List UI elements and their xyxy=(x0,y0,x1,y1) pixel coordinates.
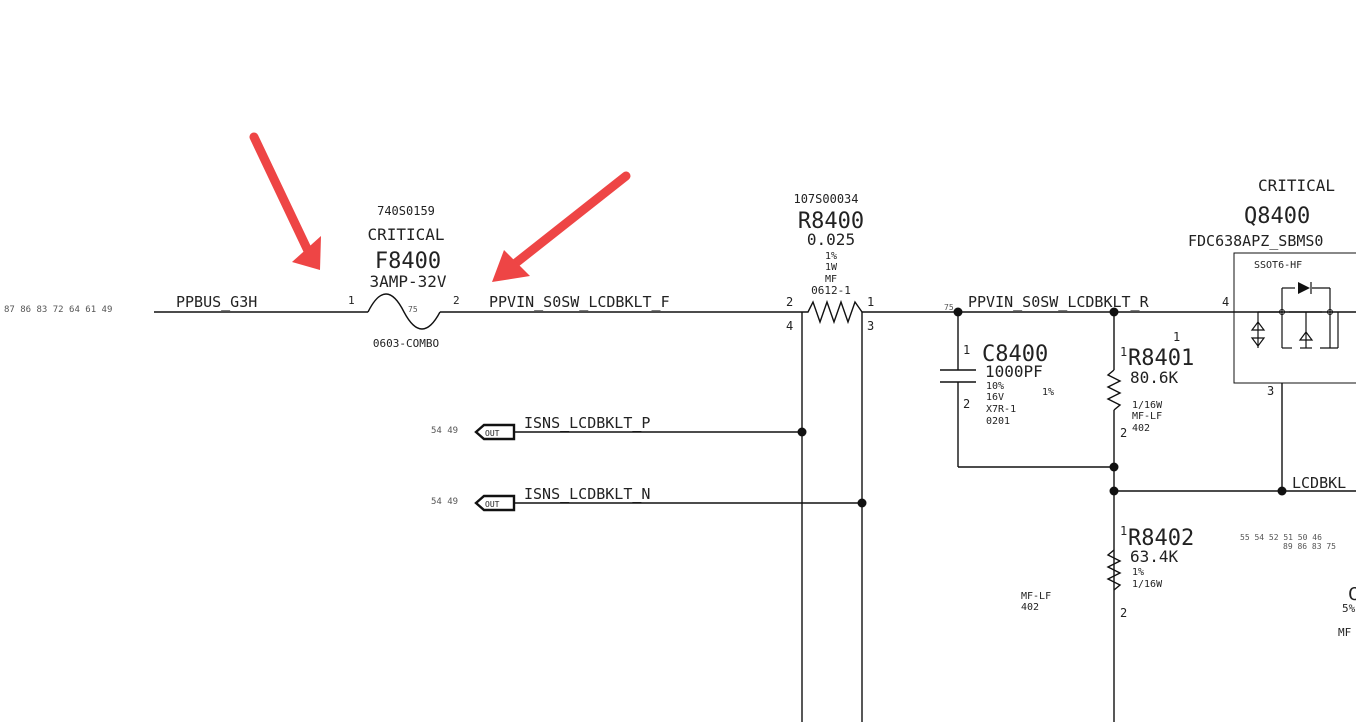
edge-refdes-partial: C xyxy=(1348,584,1356,605)
fuse-part-number: 740S0159 xyxy=(377,204,435,218)
offpage-refs-right-bottom: 89 86 83 75 xyxy=(1283,542,1336,551)
r8400-part-number: 107S00034 xyxy=(793,192,858,206)
annotation-arrow-right-head xyxy=(492,250,530,282)
fuse-refdes: F8400 xyxy=(375,249,441,274)
c8400-refdes: C8400 xyxy=(982,342,1048,367)
annotation-arrow-left-head xyxy=(292,236,321,270)
q8400-critical: CRITICAL xyxy=(1258,176,1335,195)
r8401-pin2: 2 xyxy=(1120,426,1127,440)
r8402-pin1: 1 xyxy=(1120,524,1127,538)
annotation-arrow-right-shaft xyxy=(507,171,631,271)
net-label-isns-n: ISNS_LCDBKLT_N xyxy=(524,485,650,503)
r8400-pin2: 2 xyxy=(786,295,793,309)
q8400-zener-top-icon xyxy=(1250,321,1266,331)
edge-type-partial: MF xyxy=(1338,626,1351,639)
q8400-mosfet-symbol xyxy=(1257,287,1339,349)
r8400-tolerance: 1% xyxy=(825,251,837,262)
out-port-isns-n-label: OUT xyxy=(485,500,500,509)
r8401-refdes: R8401 xyxy=(1128,346,1194,371)
net-label-ppvin-f: PPVIN_S0SW_LCDBKLT_F xyxy=(489,293,670,311)
net-label-isns-p: ISNS_LCDBKLT_P xyxy=(524,414,650,432)
q8400-diode-icon xyxy=(1298,282,1310,294)
q8400-pin3: 3 xyxy=(1267,384,1274,398)
net-label-ppbus: PPBUS_G3H xyxy=(176,293,257,311)
fuse-page-ref: 75 xyxy=(408,305,418,314)
r8400-pin4: 4 xyxy=(786,319,793,333)
r8401-type: MF-LF xyxy=(1132,411,1162,422)
r8401-package: 402 xyxy=(1132,423,1150,434)
r8402-power: 1/16W xyxy=(1132,579,1163,590)
r8400-power: 1W xyxy=(825,262,838,273)
r8402-package: 402 xyxy=(1021,602,1039,613)
r8402-pin2: 2 xyxy=(1120,606,1127,620)
c8400-dielectric: X7R-1 xyxy=(986,404,1016,415)
c8400-pin2: 2 xyxy=(963,397,970,411)
c8400-value: 1000PF xyxy=(985,362,1043,381)
r8400-symbol xyxy=(802,299,863,325)
q8400-node-right xyxy=(1327,309,1333,315)
r8401-symbol xyxy=(1106,369,1122,411)
r8402-type: MF-LF xyxy=(1021,591,1051,602)
junction-isns-n xyxy=(857,498,867,508)
junction-isns-p xyxy=(797,427,807,437)
q8400-body-diode-icon xyxy=(1298,331,1314,341)
fuse-symbol xyxy=(367,293,441,330)
net-label-lcdbkl: LCDBKL xyxy=(1292,474,1346,492)
r8400-value: 0.025 xyxy=(807,230,855,249)
annotation-arrow-left-shaft xyxy=(249,132,315,260)
r8402-tolerance: 1% xyxy=(1132,567,1144,578)
q8400-pin4: 4 xyxy=(1222,295,1229,309)
q8400-package: SSOT6-HF xyxy=(1254,260,1302,271)
r8401-pin-top: 1 xyxy=(1173,330,1180,344)
q8400-node-left xyxy=(1279,309,1285,315)
r8402-symbol xyxy=(1106,549,1122,591)
fuse-pin1: 1 xyxy=(348,294,355,307)
c8400-voltage: 16V xyxy=(986,392,1004,403)
r8400-pin1: 1 xyxy=(867,295,874,309)
r8402-value: 63.4K xyxy=(1130,547,1179,566)
r8400-package: 0612-1 xyxy=(811,284,851,297)
q8400-zener-bottom-icon xyxy=(1250,337,1266,347)
r8400-refdes: R8400 xyxy=(798,209,864,234)
r8401-value: 80.6K xyxy=(1130,368,1179,387)
r8402-refdes: R8402 xyxy=(1128,526,1194,551)
fuse-pin2: 2 xyxy=(453,294,460,307)
edge-tolerance-partial: 5% xyxy=(1342,602,1356,615)
q8400-package-box xyxy=(1233,252,1356,384)
c8400-pin1: 1 xyxy=(963,343,970,357)
fuse-critical: CRITICAL xyxy=(367,225,444,244)
offpage-refs-left: 87 86 83 72 64 61 49 xyxy=(4,305,112,315)
q8400-part: FDC638APZ_SBMS0 xyxy=(1188,232,1323,250)
ppvin-r-page-ref: 75 xyxy=(944,303,954,312)
r8401-pin1: 1 xyxy=(1120,345,1127,359)
c8400-package: 0201 xyxy=(986,416,1010,427)
fuse-value: 3AMP-32V xyxy=(369,272,446,291)
c8400-tolerance: 10% xyxy=(986,381,1004,392)
r8401-power: 1/16W xyxy=(1132,400,1163,411)
out-port-isns-p-label: OUT xyxy=(485,429,500,438)
offpage-refs-isns-p: 54 49 xyxy=(431,426,458,436)
offpage-refs-isns-n: 54 49 xyxy=(431,497,458,507)
junction-r8401-c8400 xyxy=(1109,462,1119,472)
net-label-ppvin-r: PPVIN_S0SW_LCDBKLT_R xyxy=(968,293,1150,311)
offpage-refs-right-top: 55 54 52 51 50 46 xyxy=(1240,533,1322,542)
r8400-pin3: 3 xyxy=(867,319,874,333)
fuse-package: 0603-COMBO xyxy=(373,337,439,350)
r8400-type: MF xyxy=(825,274,837,285)
c8400-extra-tol: 1% xyxy=(1042,387,1054,398)
q8400-refdes: Q8400 xyxy=(1244,204,1310,229)
